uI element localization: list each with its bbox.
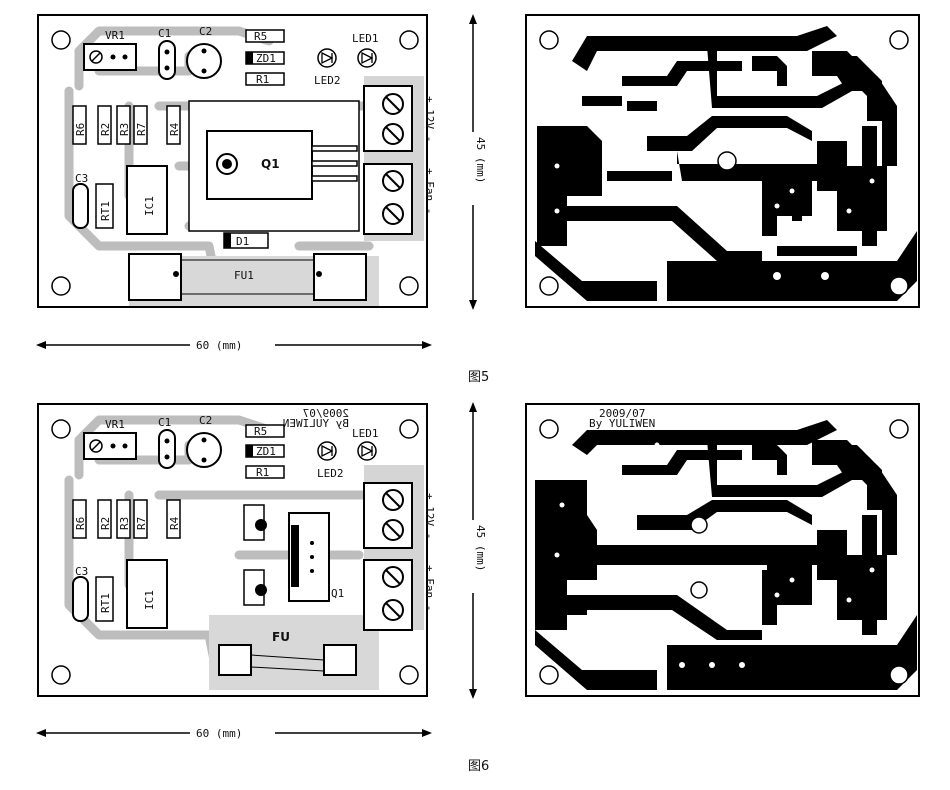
label-r1: R1 (256, 73, 269, 86)
c2-outline (186, 43, 222, 79)
label-rt1: RT1 (99, 593, 112, 613)
mount-hole (889, 419, 909, 439)
mount-hole (399, 276, 419, 296)
label-ic1: IC1 (143, 196, 156, 216)
label-fan: + Fan - (423, 168, 436, 214)
svg-text:2009/07: 2009/07 (303, 407, 349, 420)
label-ic1: IC1 (143, 590, 156, 610)
label-12v: + 12V - (423, 96, 436, 142)
label-r3: R3 (118, 123, 131, 136)
fig5-copper-board (525, 14, 920, 308)
label-zd1: ZD1 (256, 52, 276, 65)
label-q1: Q1 (331, 587, 344, 600)
label-r4: R4 (168, 516, 181, 530)
label-12v: + 12V - (423, 493, 436, 539)
label-fan: + Fan - (423, 565, 436, 611)
mount-hole (51, 276, 71, 296)
label-r6: R6 (74, 517, 87, 530)
mount-hole (51, 30, 71, 50)
mount-hole (399, 30, 419, 50)
svg-text:By YULIWEN: By YULIWEN (283, 417, 349, 430)
label-fu1: FU1 (234, 269, 254, 282)
mount-hole (539, 665, 559, 685)
label-r2: R2 (99, 123, 112, 136)
mount-hole (889, 665, 909, 685)
fig5-component-layout: VR1 C1 C2 R5 ZD1 R1 LED1 LED2 R6 R (51, 25, 436, 306)
mount-hole (539, 419, 559, 439)
mount-hole (539, 276, 559, 296)
label-vr1: VR1 (105, 418, 125, 431)
label-r5: R5 (254, 30, 267, 43)
label-c2: C2 (199, 25, 212, 38)
fig5-caption: 图5 (468, 370, 490, 385)
label-r2: R2 (99, 517, 112, 530)
mount-hole (539, 30, 559, 50)
label-r7: R7 (135, 517, 148, 530)
label-led2: LED2 (317, 467, 344, 480)
mirrored-date-text: 2009/07 By YULIWEN (283, 407, 349, 430)
copper-author-text: By YULIWEN (589, 417, 655, 430)
mount-hole (399, 665, 419, 685)
label-r1: R1 (256, 466, 269, 479)
c1-outline (158, 40, 176, 80)
fig5-width-label: 60 (mm) (196, 339, 242, 352)
label-r5: R5 (254, 425, 267, 438)
label-c3: C3 (75, 172, 88, 185)
fig6-copper-layout: 2009/07 By YULIWEN (535, 407, 917, 690)
mount-hole (399, 419, 419, 439)
fig6-copper-board: 2009/07 By YULIWEN (525, 403, 920, 697)
copper-date-text: 2009/07 (599, 407, 645, 420)
label-r3: R3 (118, 517, 131, 530)
mount-hole (889, 30, 909, 50)
label-rt1: RT1 (99, 201, 112, 221)
label-c3: C3 (75, 565, 88, 578)
label-r6: R6 (74, 123, 87, 136)
label-d1: D1 (236, 235, 249, 248)
mount-hole (51, 665, 71, 685)
fig6-caption: 图6 (468, 759, 490, 774)
label-r7: R7 (135, 123, 148, 136)
label-led2: LED2 (314, 74, 341, 87)
label-c1: C1 (158, 27, 171, 40)
fig5-height-label: 45 (mm) (474, 137, 487, 183)
label-q1: Q1 (261, 157, 280, 171)
label-fu: FU (272, 630, 290, 644)
mount-hole (51, 419, 71, 439)
fig6-component-board: 2009/07 By YULIWEN VR1 C1 C2 R5 ZD1 R1 L… (37, 403, 436, 697)
label-c2: C2 (199, 414, 212, 427)
fig5-copper-layout (535, 26, 917, 301)
label-r4: R4 (168, 122, 181, 136)
mount-hole (889, 276, 909, 296)
fig6-component-layout: 2009/07 By YULIWEN VR1 C1 C2 R5 ZD1 R1 L… (51, 407, 436, 690)
label-zd1: ZD1 (256, 445, 276, 458)
label-c1: C1 (158, 416, 171, 429)
ic1-outline (126, 165, 168, 235)
fig6-height-label: 45 (mm) (474, 525, 487, 571)
label-vr1: VR1 (105, 29, 125, 42)
label-led1: LED1 (352, 32, 379, 45)
fig5-component-board: VR1 C1 C2 R5 ZD1 R1 LED1 LED2 R6 R (37, 14, 436, 308)
label-led1: LED1 (352, 427, 379, 440)
fig6-width-label: 60 (mm) (196, 727, 242, 740)
